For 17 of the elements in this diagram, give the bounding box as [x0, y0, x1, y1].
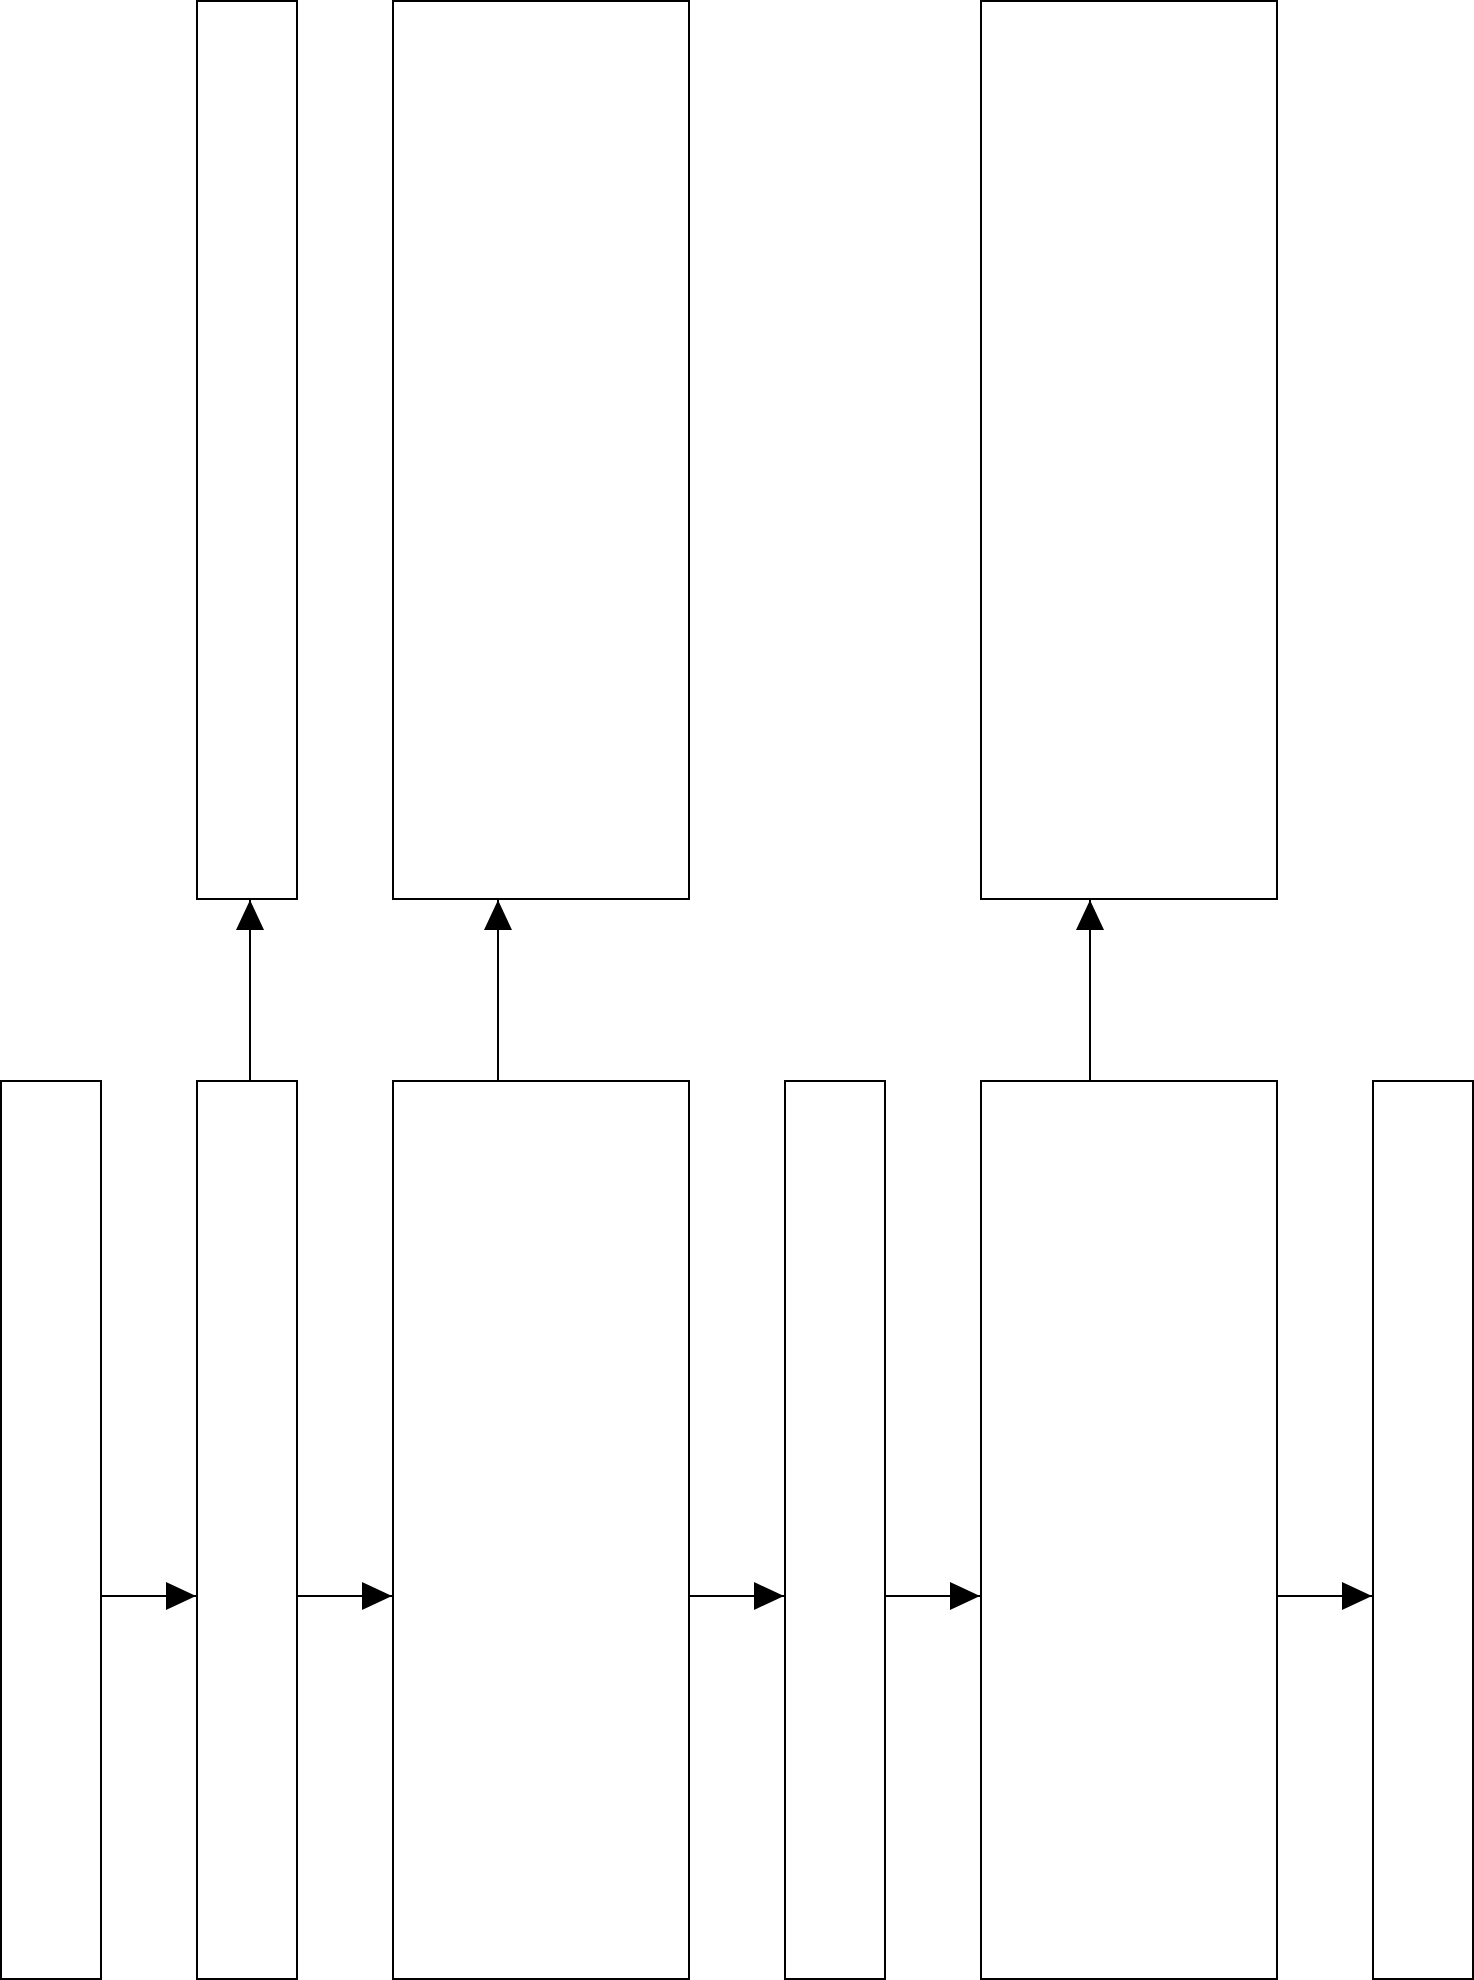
arrow: [1277, 1582, 1373, 1610]
empty-box: [784, 1080, 886, 1980]
empty-box: [196, 0, 298, 900]
arrow: [484, 899, 512, 1081]
empty-box: [980, 0, 1278, 900]
arrow: [297, 1582, 393, 1610]
arrow: [1076, 899, 1104, 1081]
empty-box: [196, 1080, 298, 1980]
arrow: [689, 1582, 785, 1610]
arrow: [101, 1582, 197, 1610]
empty-box: [1372, 1080, 1474, 1980]
empty-box: [392, 1080, 690, 1980]
empty-box: [392, 0, 690, 900]
arrow: [236, 899, 264, 1081]
empty-box: [980, 1080, 1278, 1980]
arrow: [885, 1582, 981, 1610]
empty-box: [0, 1080, 102, 1980]
